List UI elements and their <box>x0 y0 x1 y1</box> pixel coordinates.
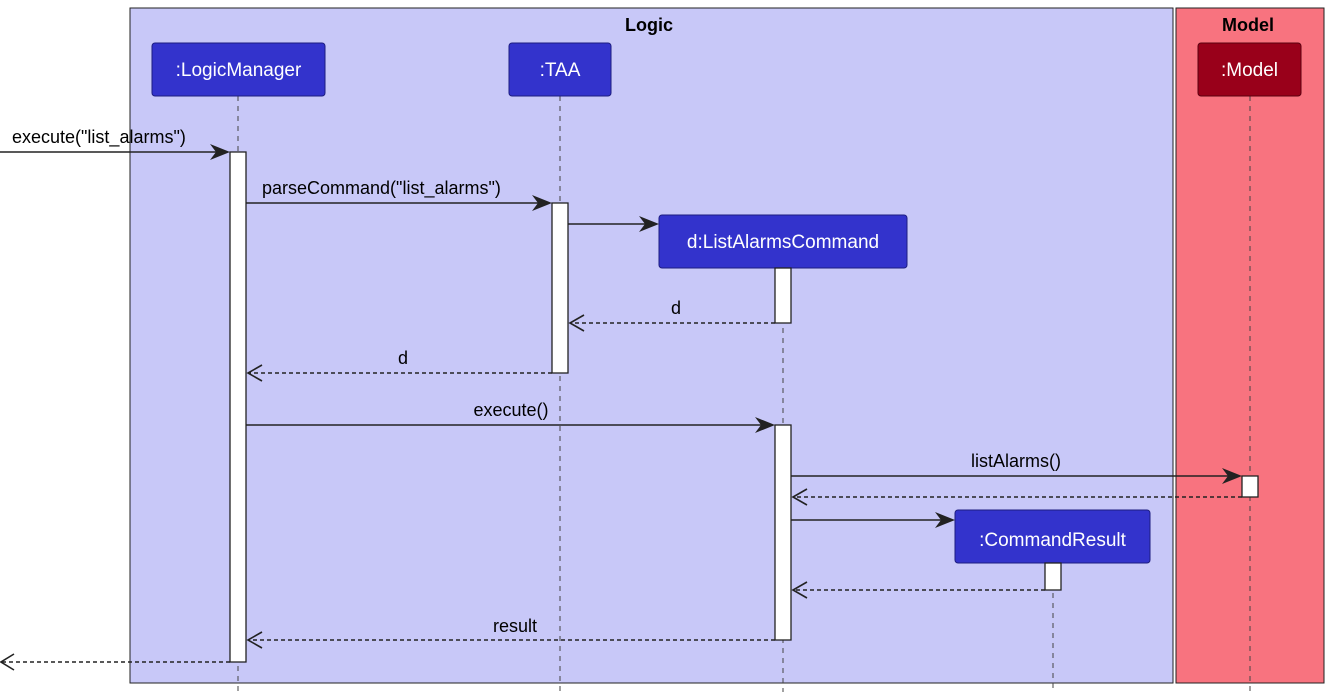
execute-list-alarms-arrowhead <box>210 144 230 160</box>
return-d-to-taa-label: d <box>671 298 681 318</box>
listalarmscommand-activation-2 <box>774 424 792 641</box>
return-d-to-logicmanager-arrowhead <box>246 364 263 382</box>
taa-participant <box>508 42 612 97</box>
model-label: :Model <box>1221 60 1278 81</box>
list-alarms-label: listAlarms() <box>971 451 1061 471</box>
return-from-commandresult-arrowhead <box>791 581 808 599</box>
logicmanager-activation <box>229 151 247 663</box>
taa-activation <box>551 202 569 374</box>
model-participant <box>1197 42 1302 97</box>
commandresult-label: :CommandResult <box>979 530 1126 551</box>
logicmanager-label: :LogicManager <box>176 60 302 81</box>
execute-list-alarms-label: execute("list_alarms") <box>12 127 186 148</box>
listalarmscommand-activation-1 <box>774 267 792 324</box>
return-result-arrowhead <box>246 631 263 649</box>
create-listalarmscommand-arrowhead <box>639 216 659 232</box>
logicmanager-participant <box>151 42 326 97</box>
return-result-label: result <box>493 616 537 636</box>
taa-label: :TAA <box>540 60 581 81</box>
return-d-to-taa-arrowhead <box>568 314 585 332</box>
model-activation <box>1241 475 1259 498</box>
parse-command-label: parseCommand("list_alarms") <box>262 178 501 199</box>
execute-label: execute() <box>473 400 548 420</box>
listalarmscommand-label: d:ListAlarmsCommand <box>687 232 879 253</box>
return-from-model-arrowhead <box>791 488 808 506</box>
list-alarms-arrowhead <box>1222 468 1242 484</box>
model-group-title: Model <box>1222 15 1274 35</box>
return-d-to-logicmanager-label: d <box>398 348 408 368</box>
parse-command-arrowhead <box>532 195 552 211</box>
commandresult-activation <box>1044 562 1062 591</box>
final-return-arrowhead <box>0 653 15 671</box>
logic-group-box <box>129 7 1174 684</box>
logic-group-title: Logic <box>625 15 673 35</box>
create-commandresult-arrowhead <box>935 512 955 528</box>
execute-arrowhead <box>755 417 775 433</box>
